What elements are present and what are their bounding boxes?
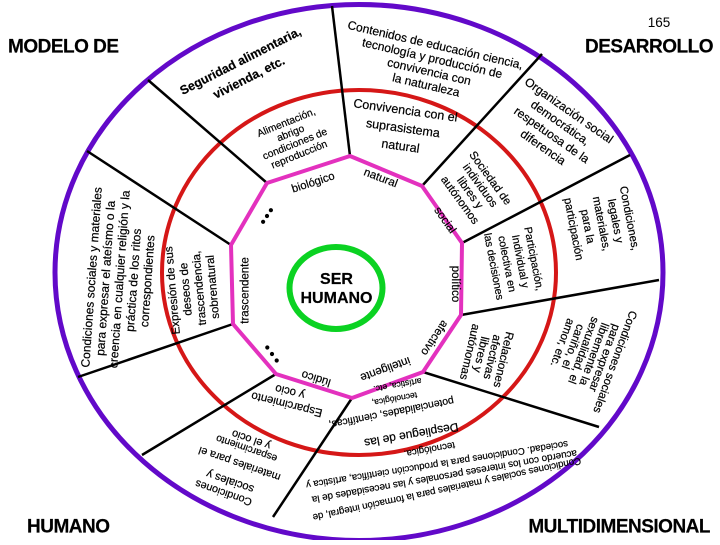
- svg-text:trascendente: trascendente: [240, 257, 252, 324]
- svg-text:sobrenatural: sobrenatural: [205, 255, 223, 320]
- svg-text:deseos de: deseos de: [178, 262, 195, 316]
- svg-text:HUMANO: HUMANO: [27, 517, 110, 538]
- svg-text:DESARROLLO: DESARROLLO: [585, 37, 713, 58]
- svg-text:natural: natural: [381, 136, 421, 155]
- svg-text:MULTIDIMENSIONAL: MULTIDIMENSIONAL: [528, 517, 711, 538]
- svg-text:MODELO DE: MODELO DE: [8, 37, 119, 58]
- svg-text:SER: SER: [320, 271, 353, 288]
- svg-text:HUMANO: HUMANO: [301, 290, 373, 307]
- svg-text:político: político: [449, 266, 461, 302]
- svg-text:165: 165: [648, 15, 671, 30]
- svg-text:correspondientes: correspondientes: [137, 235, 157, 328]
